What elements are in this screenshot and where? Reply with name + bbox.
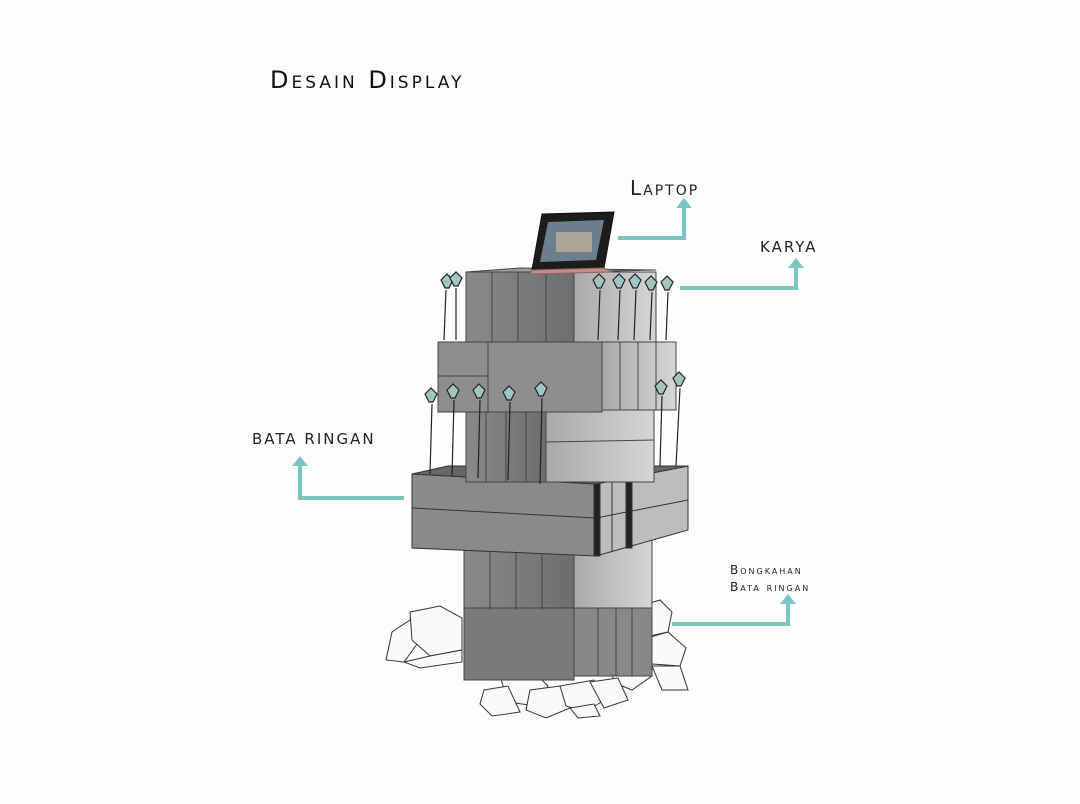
label-bongkahan-line2: Bata ringan (730, 580, 811, 594)
label-bata-ringan: BATA RINGAN (252, 430, 376, 448)
laptop-illustration (529, 211, 615, 275)
arrow-bongkahan (672, 594, 796, 626)
label-bongkahan-bata-ringan: Bongkahan Bata ringan (730, 562, 810, 596)
arrow-karya (680, 258, 804, 290)
lower-planter-block (411, 465, 689, 557)
arrow-bata-ringan (292, 456, 404, 500)
karya-artworks (424, 271, 686, 485)
middle-block (465, 405, 655, 483)
top-block (465, 267, 657, 343)
label-laptop: Laptop (630, 176, 700, 200)
label-bongkahan-line1: Bongkahan (730, 563, 803, 577)
page-title: Desain Display (270, 66, 465, 94)
arrow-laptop (618, 198, 692, 240)
upper-middle-block (437, 341, 677, 413)
base-block (463, 539, 653, 681)
label-karya: KARYA (760, 238, 818, 256)
